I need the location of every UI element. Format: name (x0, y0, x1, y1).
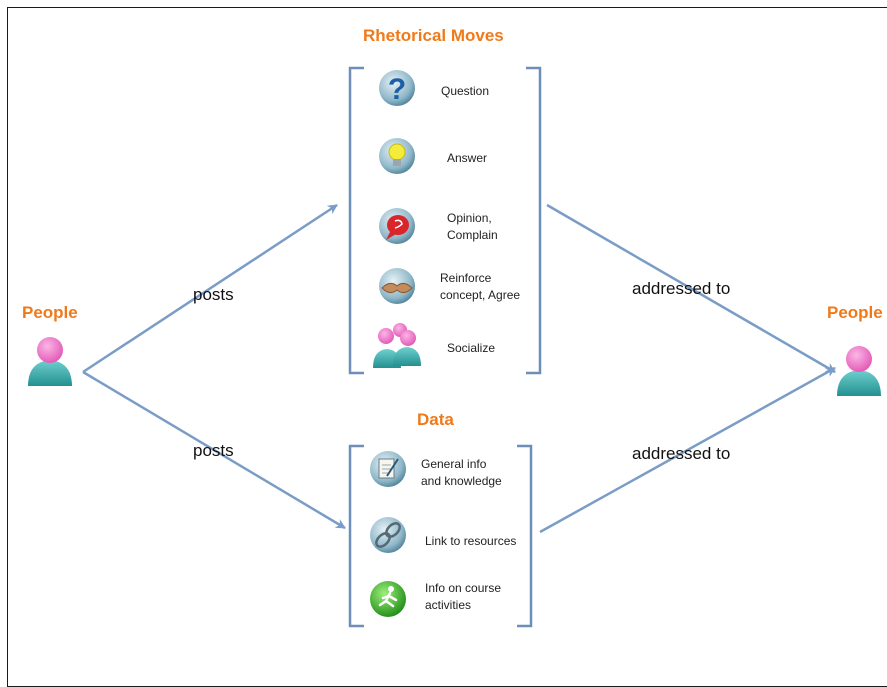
notepad-icon (370, 451, 406, 487)
runner-icon (370, 581, 406, 617)
person-icon-right (837, 346, 881, 396)
data-item-general-info: General info and knowledge (421, 457, 502, 488)
handshake-icon (379, 268, 415, 304)
svg-text:?: ? (388, 73, 406, 106)
arrow-addressed-bottom (539, 366, 836, 534)
group-icon (373, 323, 421, 368)
rhetorical-bracket-right (526, 66, 542, 375)
rhetorical-item-reinforce: Reinforce concept, Agree (440, 271, 521, 302)
people-left-label: People (22, 303, 78, 322)
lightbulb-icon (379, 138, 415, 174)
addressed-to-bottom-label: addressed to (632, 444, 731, 463)
data-bracket-right (517, 444, 533, 628)
arrow-posts-top (82, 203, 338, 374)
arrow-posts-bottom (82, 370, 346, 530)
diagram-canvas: ? (28, 66, 881, 628)
chain-link-icon (370, 517, 406, 553)
rhetorical-moves-title: Rhetorical Moves (363, 26, 504, 45)
speech-bubble-icon (379, 208, 415, 244)
addressed-to-top-label: addressed to (632, 279, 731, 298)
people-right-label: People (827, 303, 883, 322)
arrow-addressed-top (546, 203, 836, 374)
person-icon-left (28, 337, 72, 386)
data-title: Data (417, 410, 454, 429)
rhetorical-bracket-left (348, 66, 364, 375)
rhetorical-item-question: Question (441, 84, 490, 98)
posts-bottom-label: posts (193, 441, 234, 460)
rhetorical-item-answer: Answer (447, 151, 488, 165)
rhetorical-item-socialize: Socialize (447, 341, 496, 355)
question-icon: ? (379, 70, 415, 106)
posts-top-label: posts (193, 285, 234, 304)
data-item-link-resources: Link to resources (425, 534, 517, 548)
data-bracket-left (348, 444, 364, 628)
data-item-course-activities: Info on course activities (425, 581, 502, 612)
rhetorical-item-opinion: Opinion, Complain (447, 211, 498, 242)
